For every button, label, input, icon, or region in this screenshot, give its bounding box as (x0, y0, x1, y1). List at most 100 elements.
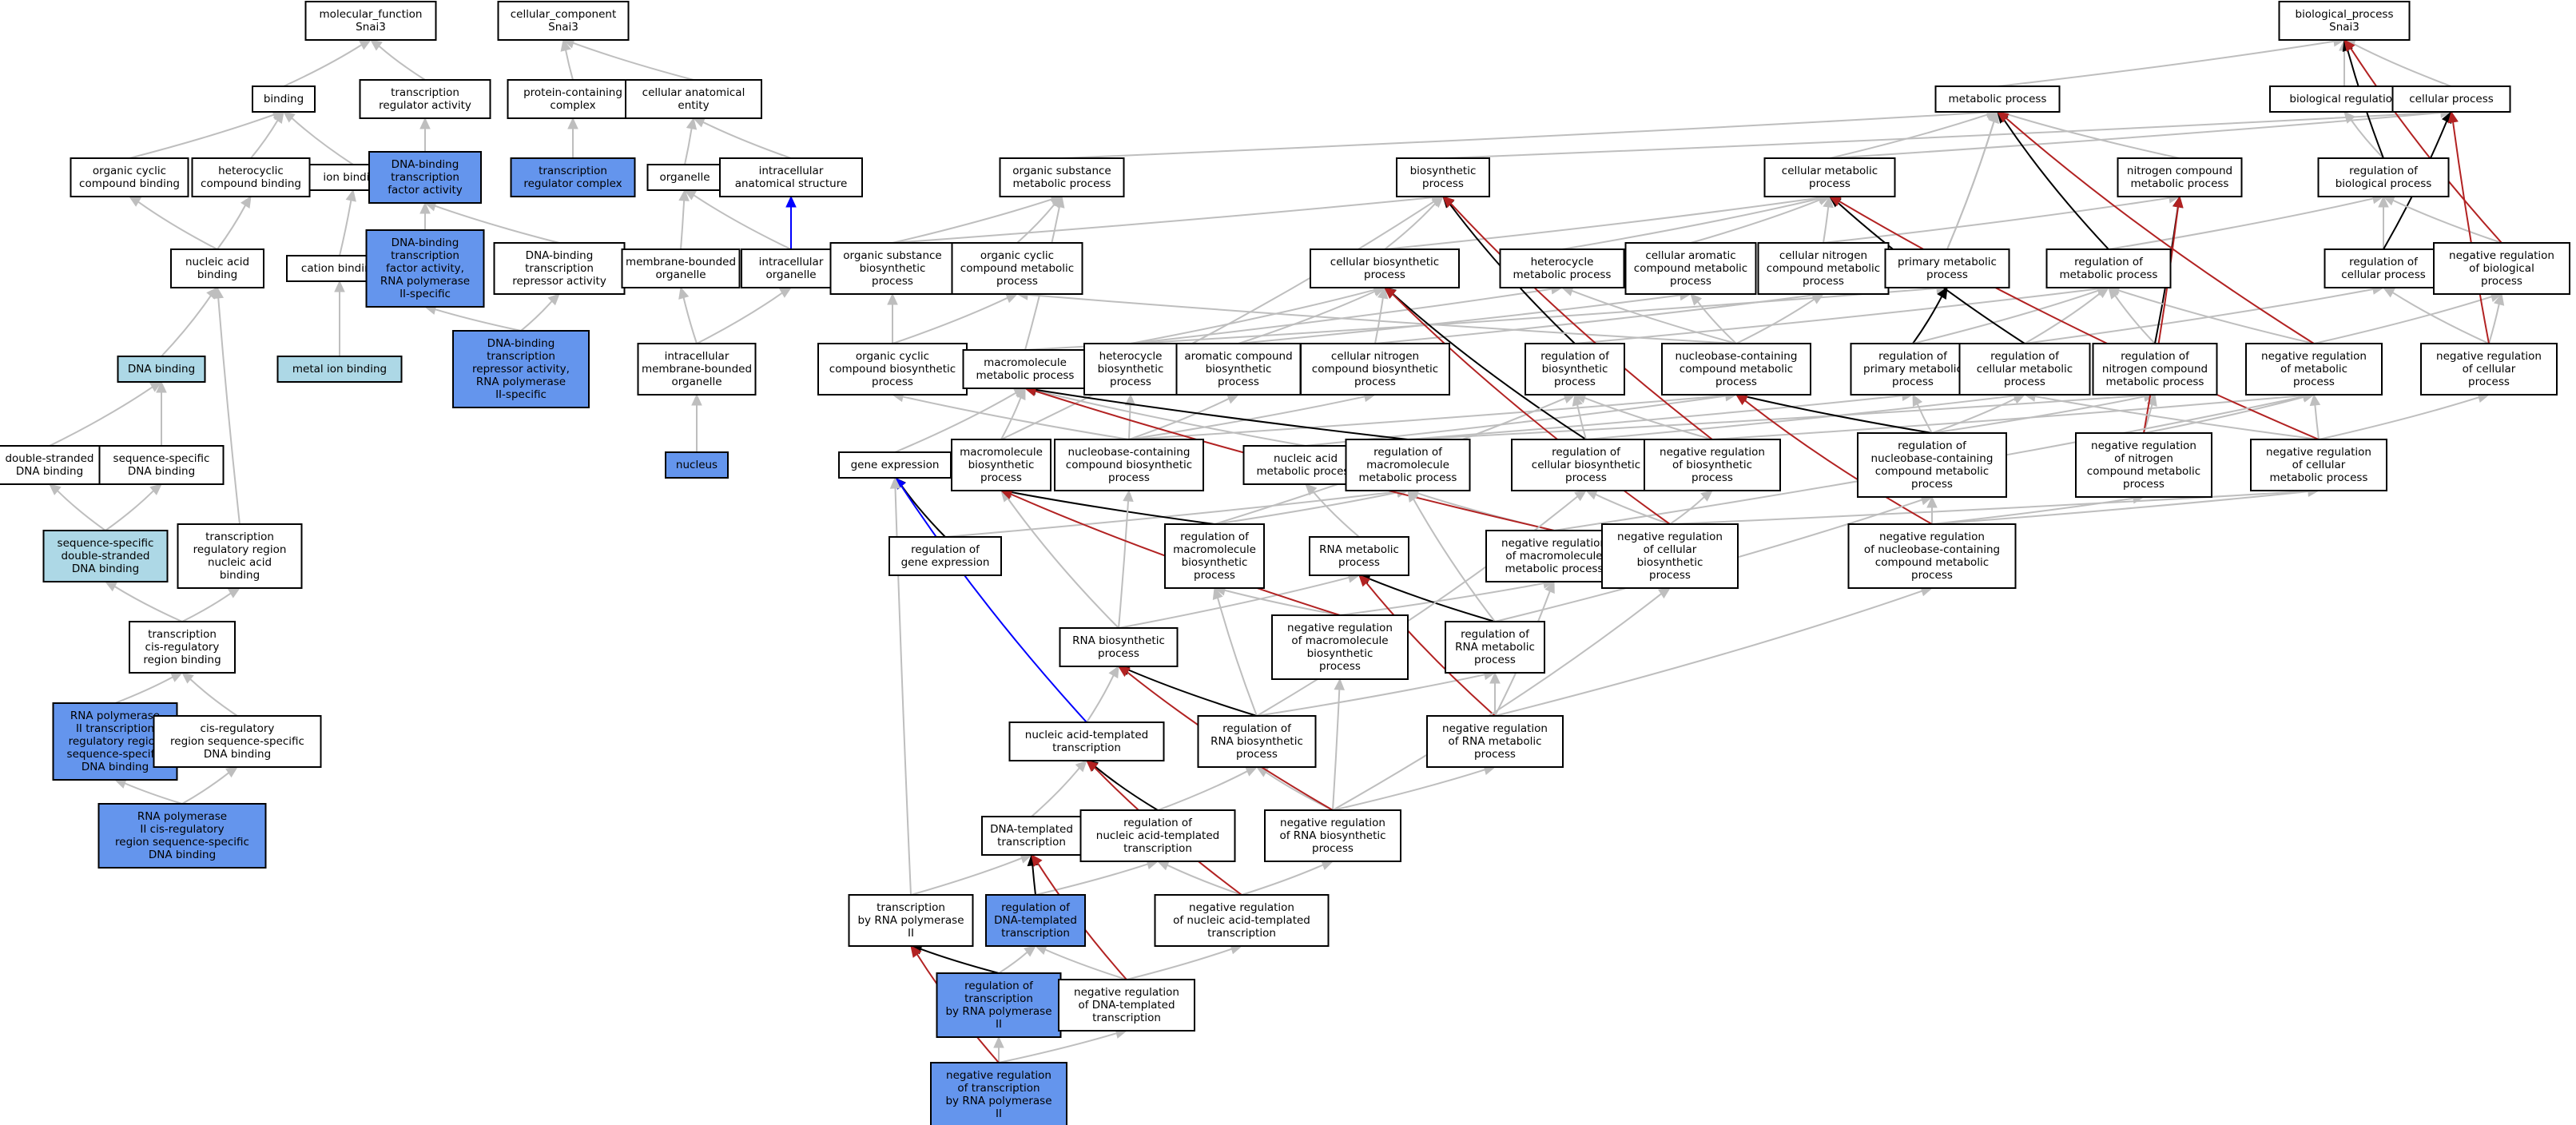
go-term-label: biosynthetic (860, 262, 926, 275)
relation-edge (423, 304, 522, 332)
relation-edge (993, 1036, 1004, 1063)
go-term-label: regulation of (1180, 531, 1250, 543)
go-term-label: intracellular (665, 350, 729, 363)
go-term-label: of macromolecule (1291, 634, 1388, 647)
go-term-label: regulation of (1990, 350, 2060, 363)
edge-line (1572, 290, 1737, 344)
go-term-label: compound biosynthetic (1312, 363, 1438, 376)
edge-arrowhead (334, 280, 345, 292)
go-term-box (848, 894, 974, 947)
go-term-label: of RNA biosynthetic (1279, 829, 1385, 842)
go-term-label: macromolecule (1173, 543, 1256, 556)
go-term-box (1300, 343, 1450, 396)
relation-edge (785, 195, 797, 249)
go-term-label: sequence-specific (58, 537, 154, 550)
go-term-label: aromatic compound (1184, 350, 1292, 363)
relation-edge (1384, 287, 1671, 525)
edge-line (1130, 288, 1552, 344)
go-term-label: transcription (391, 249, 459, 262)
relation-edge (213, 286, 241, 525)
go-term-label: compound metabolic (960, 262, 1074, 275)
edge-line (1407, 394, 2145, 440)
edge-line (2024, 292, 2101, 344)
edge-line (1027, 293, 1737, 344)
relation-edge (1156, 860, 1242, 896)
go-term-node: nucleus (665, 451, 729, 479)
relation-edge (161, 287, 218, 357)
edge-line (1332, 769, 1485, 811)
go-term-label: by RNA polymerase (857, 914, 964, 927)
edge-line (1744, 400, 1933, 525)
edge-line (2392, 199, 2502, 244)
edge-line (1823, 206, 1830, 244)
go-term-label: negative regulation (2091, 439, 2196, 452)
edge-line (1931, 497, 2134, 525)
edge-line (1576, 404, 1587, 440)
go-term-label: of biological (2469, 262, 2534, 275)
go-term-label: intracellular (759, 165, 824, 177)
edge-line (2452, 121, 2490, 344)
edge-arrowhead (691, 393, 702, 406)
go-term-label: anatomical structure (735, 177, 848, 190)
go-term-label: metabolic process (2106, 376, 2204, 388)
edge-line (2314, 404, 2320, 440)
go-term-label: primary metabolic (1863, 363, 1962, 376)
relation-edge (339, 189, 356, 256)
go-term-label: transcription (1052, 741, 1121, 754)
edge-line (2005, 117, 2315, 344)
relation-edge (1086, 665, 1119, 723)
relation-edge (1669, 490, 1713, 525)
go-term-label: biosynthetic (1098, 363, 1164, 376)
go-term-label: cis-regulatory (201, 722, 275, 735)
edge-arrowhead (345, 189, 356, 202)
relation-edge (419, 117, 431, 152)
edge-arrowhead (149, 483, 162, 495)
edge-line (1561, 197, 1820, 250)
go-term-label: negative regulation (1660, 446, 1765, 459)
edge-arrowhead (1244, 766, 1258, 777)
go-term-label: Snai3 (2329, 21, 2359, 34)
edge-arrowhead (1442, 196, 1455, 209)
edge-line (680, 200, 686, 250)
edge-line (1238, 290, 1376, 344)
go-term-label: binding (220, 569, 260, 582)
edge-line (693, 194, 792, 250)
go-term-label: Snai3 (548, 21, 578, 34)
edge-line (2318, 396, 2479, 440)
edge-line (435, 308, 522, 332)
go-term-label: process (1474, 748, 1516, 761)
go-term-label: compound metabolic (1634, 262, 1747, 275)
go-term-box (741, 248, 841, 288)
relation-edge (419, 201, 431, 230)
go-term-label: process (1554, 376, 1596, 388)
go-term-box (368, 151, 482, 204)
relation-edge (128, 196, 218, 250)
go-term-label: transcription (1123, 842, 1192, 855)
relation-edge (2343, 111, 2384, 159)
go-term-label: negative regulation (1280, 817, 1385, 829)
relation-edge (696, 287, 793, 344)
go-term-label: transcription (525, 262, 594, 275)
go-term-label: of metabolic (2280, 363, 2347, 376)
go-term-box (646, 164, 723, 191)
go-term-label: negative regulation (946, 1069, 1051, 1082)
edge-arrowhead (910, 945, 922, 958)
edge-line (1128, 398, 1230, 440)
go-term-label: DNA-templated (994, 914, 1077, 927)
edge-line (1946, 121, 1995, 250)
go-term-label: macromolecule (984, 356, 1067, 369)
go-term-label: of nucleobase-containing (1864, 543, 2000, 556)
relation-edge (334, 280, 345, 357)
go-term-box (985, 894, 1086, 947)
